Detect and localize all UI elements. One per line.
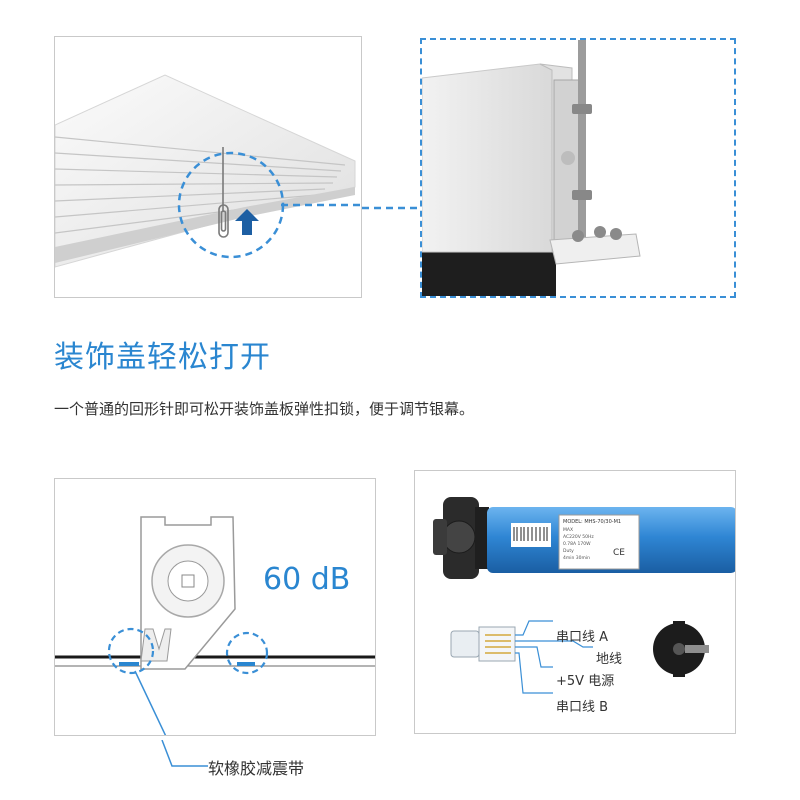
damper-panel: [54, 478, 376, 736]
plate-screws: [572, 226, 622, 242]
damper-callout-left: [107, 627, 155, 675]
nameplate-line: 0.78A 170W: [563, 541, 591, 547]
pin-label-serial-b: 串口线 B: [556, 700, 609, 715]
shaft-square: [181, 574, 195, 588]
bolts: [561, 104, 592, 200]
barcode-icon: [513, 527, 548, 541]
screen-fabric: [422, 252, 556, 296]
damper-strip-right: [237, 662, 255, 666]
noise-level: 60 dB: [263, 562, 351, 597]
arrow-up-icon: [235, 209, 259, 235]
bracket-illustration: [422, 40, 641, 296]
damper-label: 软橡胶减震带: [208, 759, 305, 778]
base-plate: [549, 233, 641, 265]
pin-label-serial-a: 串口线 A: [556, 630, 609, 645]
housing-panel: [54, 36, 362, 298]
paperclip-icon: [218, 147, 229, 238]
damper-callout-right: [225, 631, 269, 675]
housing-illustration: [55, 74, 361, 268]
panel-connector: [362, 206, 422, 210]
nameplate-line: MODEL: MHS-70/30-M1: [563, 519, 621, 525]
housing-box: [422, 63, 553, 253]
damper-illustration: [55, 516, 375, 735]
nameplate-line: Duty: [563, 548, 574, 554]
housing-lip: [55, 187, 355, 263]
pin-label-ground: 地线: [596, 652, 623, 667]
ce-mark: CE: [613, 548, 625, 558]
motor-illustration: MODEL: MHS-70/30-M1 MAX AC220V 50Hz 0.78…: [433, 497, 735, 694]
threaded-rod: [578, 40, 586, 240]
pin-leaders: [515, 620, 593, 694]
bearing-inner: [167, 560, 209, 602]
damper-strip-left: [119, 662, 139, 666]
end-cap-icon: [653, 621, 709, 677]
damper-leader-tail: [161, 740, 208, 767]
nameplate-line: 4min 30min: [563, 555, 590, 561]
damper-leader: [134, 670, 167, 735]
motor-head: [433, 497, 489, 579]
nameplate-line: AC220V 50Hz: [563, 534, 594, 540]
bracket-panel: [420, 38, 736, 298]
feature-description: 一个普通的回形针即可松开装饰盖板弹性扣锁，便于调节银幕。: [54, 400, 475, 418]
pin-label-5v-power: +5V 电源: [556, 674, 615, 689]
feature-title: 装饰盖轻松打开: [54, 340, 271, 375]
nameplate-line: MAX: [563, 527, 573, 533]
motor-panel: MODEL: MHS-70/30-M1 MAX AC220V 50Hz 0.78…: [414, 470, 736, 734]
nameplate: [558, 514, 640, 570]
rj-connector-icon: [450, 626, 516, 662]
